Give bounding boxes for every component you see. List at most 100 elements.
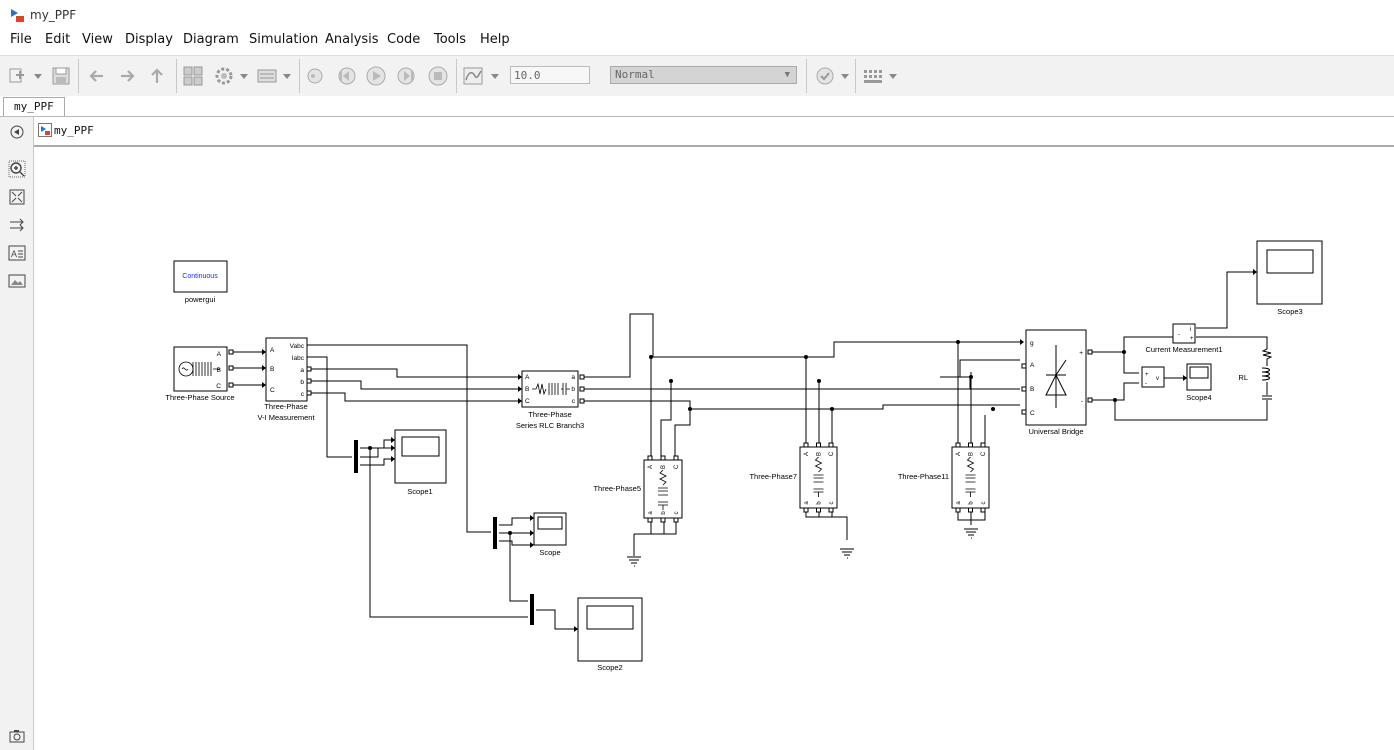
- wire[interactable]: [584, 400, 1020, 410]
- wire[interactable]: [1123, 352, 1139, 374]
- camera-icon[interactable]: [8, 727, 26, 745]
- menu-code[interactable]: Code: [387, 32, 421, 47]
- port-label: b: [661, 511, 667, 515]
- library-browser-icon[interactable]: [181, 64, 205, 88]
- model-settings-gear-icon[interactable]: [212, 64, 236, 88]
- tab-my-ppf[interactable]: my_PPF: [3, 97, 65, 116]
- menu-help[interactable]: Help: [480, 32, 510, 47]
- wire[interactable]: [509, 533, 528, 602]
- port-label: Vabc: [290, 343, 305, 350]
- wire[interactable]: [1114, 400, 1268, 421]
- image-icon[interactable]: [8, 272, 26, 290]
- menu-view[interactable]: View: [82, 32, 113, 47]
- current-measurement-block[interactable]: [1172, 323, 1196, 344]
- wire[interactable]: [957, 342, 986, 447]
- new-dropdown-icon[interactable]: [32, 64, 44, 88]
- model-icon: [38, 123, 52, 137]
- powergui-label: powergui: [185, 295, 216, 304]
- record-icon[interactable]: [303, 64, 327, 88]
- zoom-in-icon[interactable]: [8, 160, 26, 178]
- toolbar-separator: [855, 59, 856, 93]
- left-palette: A: [0, 117, 34, 750]
- run-icon[interactable]: [364, 64, 388, 88]
- fit-to-view-icon[interactable]: [8, 188, 26, 206]
- wire[interactable]: [369, 448, 528, 618]
- save-icon[interactable]: [49, 64, 73, 88]
- universal-bridge-label: Universal Bridge: [1028, 427, 1083, 436]
- menu-file[interactable]: File: [10, 32, 32, 47]
- voltage-meas-plus: +: [1145, 372, 1149, 378]
- wire[interactable]: [650, 357, 691, 460]
- port-label: B: [969, 452, 975, 456]
- wire[interactable]: [805, 357, 833, 447]
- step-forward-icon[interactable]: [395, 64, 419, 88]
- model-explorer-icon[interactable]: [255, 64, 279, 88]
- wire[interactable]: [233, 351, 262, 386]
- arrows-icon[interactable]: [8, 216, 26, 234]
- menu-tools[interactable]: Tools: [434, 32, 467, 47]
- simulation-mode-select[interactable]: Normal▼: [610, 66, 797, 84]
- build-grid-icon[interactable]: [861, 64, 885, 88]
- wire[interactable]: [633, 518, 677, 556]
- port-label: -: [1081, 398, 1083, 405]
- wire[interactable]: [360, 447, 391, 458]
- voltage-measurement-block[interactable]: [1141, 366, 1165, 388]
- mux-block[interactable]: [354, 440, 358, 473]
- port-label: Iabc: [292, 355, 305, 362]
- port-label: C: [270, 387, 275, 394]
- wire[interactable]: [311, 380, 518, 390]
- menu-analysis[interactable]: Analysis: [325, 32, 379, 47]
- vi-measurement-label-line2: V-I Measurement: [257, 413, 315, 422]
- wire[interactable]: [1092, 382, 1139, 401]
- breadcrumb-model[interactable]: my_PPF: [54, 124, 94, 137]
- wire[interactable]: [940, 376, 971, 389]
- inspector-dropdown-icon[interactable]: [489, 64, 501, 88]
- wire[interactable]: [1196, 336, 1268, 346]
- hide-explorer-icon[interactable]: [8, 123, 26, 141]
- vi-measurement-block[interactable]: [265, 337, 308, 402]
- new-model-icon[interactable]: [6, 64, 30, 88]
- wire[interactable]: [1196, 271, 1253, 329]
- wire[interactable]: [499, 540, 530, 546]
- menu-edit[interactable]: Edit: [45, 32, 71, 47]
- settings-dropdown-icon[interactable]: [238, 64, 250, 88]
- menu-display[interactable]: Display: [125, 32, 173, 47]
- diagram-canvas[interactable]: Continuous powergui A B C Three-Phase So…: [34, 147, 1394, 750]
- data-inspector-icon[interactable]: [461, 64, 485, 88]
- wire[interactable]: [940, 359, 1020, 378]
- wire[interactable]: [307, 344, 491, 533]
- forward-icon[interactable]: [115, 64, 139, 88]
- back-icon[interactable]: [85, 64, 109, 88]
- toolbar-separator: [78, 59, 79, 93]
- mux-block[interactable]: [493, 517, 497, 549]
- wire[interactable]: [1092, 336, 1173, 353]
- scope4-label: Scope4: [1186, 393, 1211, 402]
- rlc-label-line2: Series RLC Branch3: [516, 421, 584, 430]
- step-back-icon[interactable]: [334, 64, 358, 88]
- wire[interactable]: [536, 609, 574, 630]
- build-dropdown-icon[interactable]: [887, 64, 899, 88]
- wire[interactable]: [360, 458, 391, 466]
- stop-time-input[interactable]: 10.0: [510, 66, 590, 84]
- wire[interactable]: [307, 356, 352, 458]
- powergui-block[interactable]: [173, 260, 228, 293]
- menu-diagram[interactable]: Diagram: [183, 32, 239, 47]
- stop-icon[interactable]: [426, 64, 450, 88]
- mux-block[interactable]: [530, 594, 534, 625]
- wire[interactable]: [311, 368, 518, 378]
- annotation-icon[interactable]: A: [8, 244, 26, 262]
- rl-load-block[interactable]: [1261, 346, 1273, 406]
- up-icon[interactable]: [145, 64, 169, 88]
- wire[interactable]: [805, 508, 848, 540]
- explorer-dropdown-icon[interactable]: [281, 64, 293, 88]
- wire[interactable]: [499, 517, 530, 526]
- model-advisor-check-icon[interactable]: [813, 64, 837, 88]
- wire[interactable]: [584, 313, 1020, 378]
- menu-simulation[interactable]: Simulation: [249, 32, 319, 47]
- wire[interactable]: [360, 439, 391, 449]
- advisor-dropdown-icon[interactable]: [839, 64, 851, 88]
- wire[interactable]: [311, 392, 518, 402]
